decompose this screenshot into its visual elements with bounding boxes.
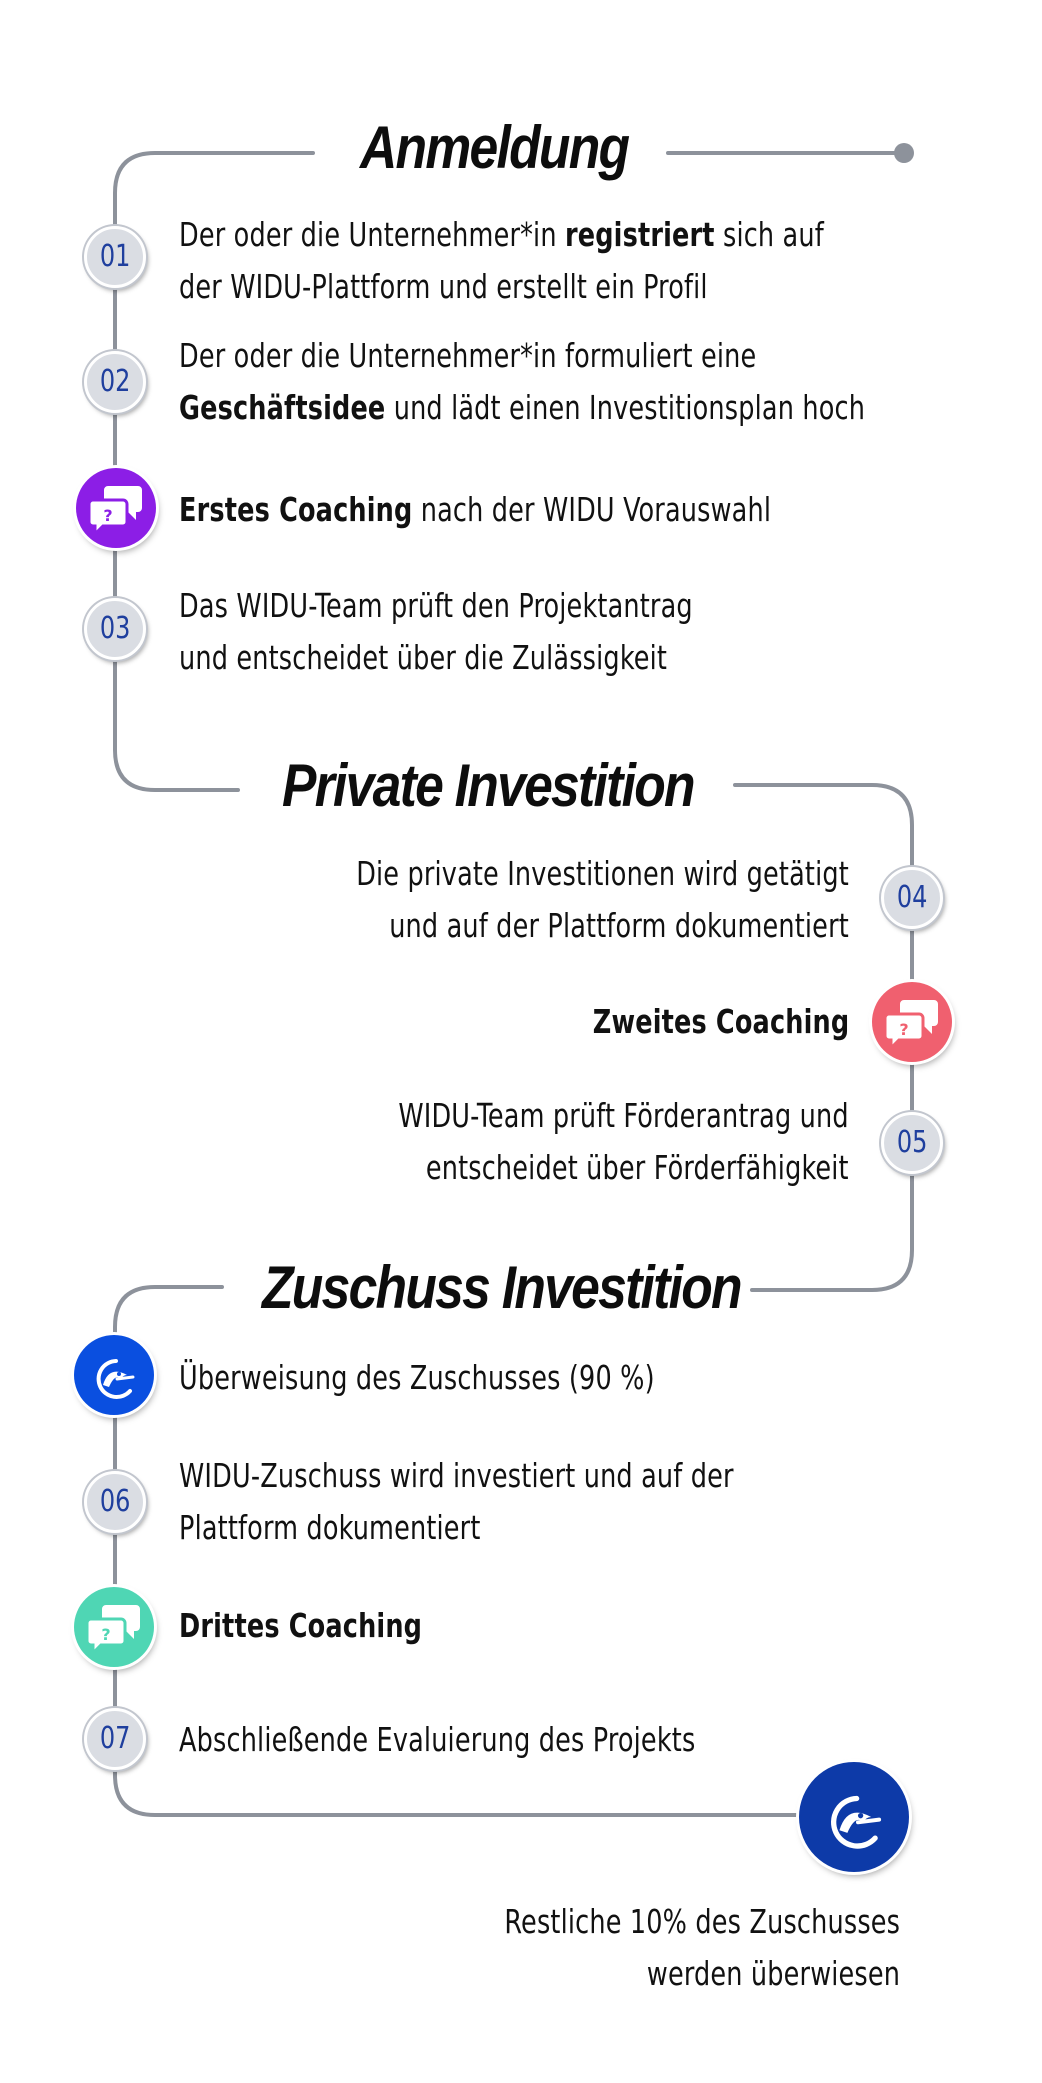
text-line: der WIDU-Plattform und erstellt ein Prof… [179, 261, 824, 313]
text-line: Erstes Coaching nach der WIDU Vorauswahl [179, 484, 771, 536]
section-title-anmeldung: Anmeldung [360, 114, 630, 181]
step-text-04: Die private Investitionen wird getätigt u… [356, 848, 849, 952]
text-run: nach der WIDU Vorauswahl [412, 490, 772, 529]
step-text-03: Das WIDU-Team prüft den Projektantrag und… [179, 580, 693, 684]
text-run: und auf der Plattform dokumentiert [389, 906, 849, 945]
final-payment-text: Restliche 10% des Zuschusses werden überw… [504, 1896, 900, 2000]
text-line: entscheidet über Förderfähigkeit [399, 1142, 849, 1194]
step-number-02: 02 [84, 351, 146, 413]
coaching-badge-3: ? [74, 1587, 154, 1667]
text-run: werden überwiesen [646, 1954, 900, 1993]
payment-badge-final [799, 1762, 909, 1872]
chat-question-icon: ? [86, 1605, 140, 1653]
text-line: Der oder die Unternehmer*in registriert … [179, 209, 824, 261]
text-run: und entscheidet über die Zulässigkeit [179, 638, 668, 677]
text-run: WIDU-Zuschuss wird investiert und auf de… [179, 1456, 734, 1495]
step-number-05: 05 [881, 1112, 943, 1174]
text-line: Restliche 10% des Zuschusses [504, 1896, 900, 1948]
text-run: Die private Investitionen wird getätigt [356, 854, 849, 893]
text-line: WIDU-Zuschuss wird investiert und auf de… [179, 1450, 734, 1502]
text-line: Das WIDU-Team prüft den Projektantrag [179, 580, 693, 632]
section-title-private-investition: Private Investition [282, 752, 696, 819]
text-run: Restliche 10% des Zuschusses [504, 1902, 900, 1941]
step-number-01: 01 [84, 226, 146, 288]
svg-text:?: ? [101, 1625, 110, 1644]
text-run: sich auf [714, 215, 824, 254]
bold-run: Zweites Coaching [592, 1002, 849, 1041]
text-run: und lädt einen Investitionsplan hoch [385, 388, 866, 427]
text-run: Der oder die Unternehmer*in [179, 215, 565, 254]
coaching-badge-1: ? [76, 468, 156, 548]
coaching-badge-2: ? [872, 982, 952, 1062]
step-text-01: Der oder die Unternehmer*in registriert … [179, 209, 824, 313]
step-text-07: Abschließende Evaluierung des Projekts [179, 1714, 695, 1766]
text-run: Das WIDU-Team prüft den Projektantrag [179, 586, 693, 625]
text-line: WIDU-Team prüft Förderantrag und [399, 1090, 849, 1142]
section-title-zuschuss-investition: Zuschuss Investition [262, 1254, 743, 1321]
step-number-06: 06 [84, 1471, 146, 1533]
coaching-text-3: Drittes Coaching [179, 1600, 422, 1652]
text-run: entscheidet über Förderfähigkeit [426, 1148, 849, 1187]
widu-bird-icon [831, 1795, 882, 1849]
text-run: Der oder die Unternehmer*in formuliert e… [179, 336, 757, 375]
chat-question-icon: ? [884, 1000, 938, 1048]
step-number-03: 03 [84, 598, 146, 660]
chat-question-icon: ? [88, 486, 142, 534]
start-dot [894, 143, 914, 163]
step-number-04: 04 [881, 867, 943, 929]
text-line: Drittes Coaching [179, 1600, 422, 1652]
coaching-text-2: Zweites Coaching [592, 996, 849, 1048]
widu-bird-icon [96, 1359, 135, 1399]
step-text-02: Der oder die Unternehmer*in formuliert e… [179, 330, 865, 434]
text-line: und entscheidet über die Zulässigkeit [179, 632, 693, 684]
text-line: Zweites Coaching [592, 996, 849, 1048]
text-run: Überweisung des Zuschusses (90 %) [179, 1358, 655, 1397]
text-line: und auf der Plattform dokumentiert [356, 900, 849, 952]
bold-run: Erstes Coaching [179, 490, 413, 529]
text-line: Die private Investitionen wird getätigt [356, 848, 849, 900]
text-line: Plattform dokumentiert [179, 1502, 734, 1554]
text-line: Überweisung des Zuschusses (90 %) [179, 1352, 655, 1404]
step-text-05: WIDU-Team prüft Förderantrag und entschei… [399, 1090, 849, 1194]
coaching-text-1: Erstes Coaching nach der WIDU Vorauswahl [179, 484, 771, 536]
text-line: Geschäftsidee und lädt einen Investition… [179, 382, 865, 434]
bold-run: registriert [564, 215, 715, 254]
svg-text:?: ? [103, 506, 112, 525]
step-number-07: 07 [84, 1708, 146, 1770]
text-run: Abschließende Evaluierung des Projekts [179, 1720, 696, 1759]
text-run: der WIDU-Plattform und erstellt ein Prof… [179, 267, 708, 306]
text-run: WIDU-Team prüft Förderantrag und [398, 1096, 849, 1135]
bold-run: Drittes Coaching [179, 1606, 423, 1645]
text-line: Abschließende Evaluierung des Projekts [179, 1714, 695, 1766]
svg-text:?: ? [899, 1020, 908, 1039]
step-text-06: WIDU-Zuschuss wird investiert und auf de… [179, 1450, 734, 1554]
text-line: Der oder die Unternehmer*in formuliert e… [179, 330, 865, 382]
payment-text-90: Überweisung des Zuschusses (90 %) [179, 1352, 655, 1404]
payment-badge-90 [74, 1335, 154, 1415]
text-run: Plattform dokumentiert [179, 1508, 481, 1547]
text-line: werden überwiesen [504, 1948, 900, 2000]
bold-run: Geschäftsidee [179, 388, 386, 427]
connector-section-3 [113, 1285, 852, 1817]
